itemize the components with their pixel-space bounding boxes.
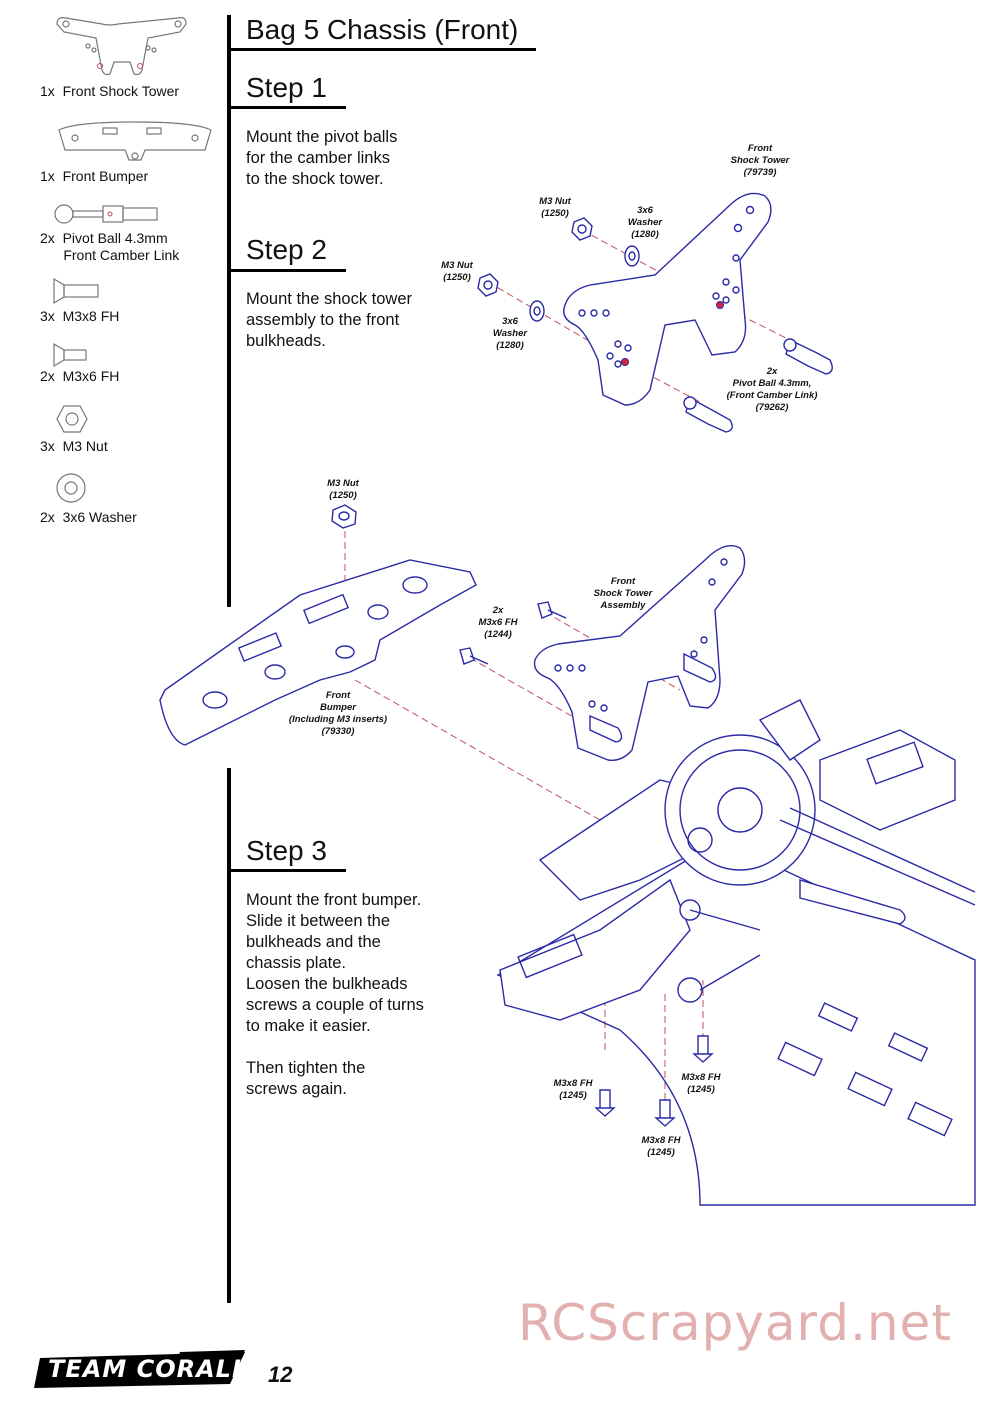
- front-shock-tower-part: [563, 192, 772, 406]
- callout-m3x8-fh: M3x8 FH (1245): [553, 1078, 593, 1101]
- callout-shock-tower-assembly: Front Shock Tower Assembly: [593, 576, 653, 611]
- shock-tower-icon: [56, 17, 187, 76]
- divider-top: [227, 15, 231, 607]
- screw-part: [654, 1099, 676, 1127]
- step-3-rule: [230, 869, 346, 872]
- screw-part: [594, 1089, 616, 1117]
- callout-pivot-ball: 2x Pivot Ball 4.3mm, (Front Camber Link)…: [726, 366, 818, 413]
- front-bumper-part: [159, 559, 477, 746]
- page-number: 12: [268, 1362, 293, 1387]
- assembly-diagram: [159, 192, 976, 1206]
- spur-gear: [664, 734, 816, 886]
- part-label: 3x M3 Nut: [40, 438, 108, 454]
- screw-part: [459, 647, 489, 665]
- chassis-plate: [496, 839, 976, 1206]
- part-label: 2x Pivot Ball 4.3mm Front Camber Link: [40, 230, 180, 263]
- page-title: Bag 5 Chassis (Front): [246, 14, 519, 45]
- part-label: 1x Front Bumper: [40, 168, 149, 184]
- part-label: 2x M3x6 FH: [40, 368, 120, 384]
- step-1-title: Step 1: [246, 72, 327, 103]
- screw-part: [537, 601, 567, 619]
- step-1-rule: [230, 106, 346, 109]
- step-2-text: Mount the shock tower assembly to the fr…: [246, 290, 412, 350]
- step-3-diagram: [159, 504, 976, 1206]
- shock-tower-assembly-part: [533, 545, 746, 761]
- pivot-ball-part: [785, 339, 833, 375]
- m3-nut-part: [331, 504, 357, 529]
- m3-nut-part: [477, 273, 499, 297]
- callout-m3-nut: M3 Nut (1250): [327, 478, 359, 501]
- callout-washer: 3x6 Washer (1280): [492, 316, 528, 351]
- callout-m3x6-fh: 2x M3x6 FH (1244): [478, 605, 518, 640]
- washer-part: [624, 245, 640, 267]
- divider-bottom: [227, 768, 231, 1303]
- bumper-icon: [58, 121, 212, 161]
- pivot-ball-part: [685, 396, 733, 433]
- callout-washer: 3x6 Washer (1280): [627, 205, 663, 240]
- watermark: RCScrapyard.net: [518, 1294, 952, 1352]
- callout-m3x8-fh: M3x8 FH (1245): [641, 1135, 681, 1158]
- camber-link: [799, 879, 906, 925]
- front-bulkhead: [499, 878, 691, 1021]
- step-2-title: Step 2: [246, 234, 327, 265]
- part-label: 3x M3x8 FH: [40, 308, 120, 324]
- callout-front-bumper: Front Bumper (Including M3 inserts) (793…: [288, 690, 388, 737]
- callout-m3-nut: M3 Nut (1250): [539, 196, 571, 219]
- screw-icon: [53, 342, 87, 368]
- screw-icon: [53, 277, 99, 305]
- washer-part: [529, 300, 545, 322]
- m3-nut-part: [571, 217, 593, 241]
- callout-m3x8-fh: M3x8 FH (1245): [681, 1072, 721, 1095]
- team-corally-logo-text: TEAM CORALLY: [48, 1355, 263, 1383]
- screw-part: [692, 1035, 714, 1063]
- callout-front-shock-tower: Front Shock Tower (79739): [730, 143, 790, 178]
- title-rule: [230, 48, 536, 51]
- part-label: 1x Front Shock Tower: [40, 83, 180, 99]
- step-2-rule: [230, 269, 346, 272]
- step-1-diagram: [477, 192, 833, 433]
- part-label: 2x 3x6 Washer: [40, 509, 137, 525]
- belt: [779, 807, 976, 906]
- washer-icon: [56, 473, 86, 503]
- team-corally-logo: [34, 1350, 245, 1388]
- step-3-title: Step 3: [246, 835, 327, 866]
- step-3-text: Mount the front bumper. Slide it between…: [246, 891, 424, 1098]
- callout-m3-nut: M3 Nut (1250): [441, 260, 473, 283]
- step-1-text: Mount the pivot balls for the camber lin…: [246, 128, 398, 188]
- pivot-ball-icon: [54, 204, 158, 224]
- nut-icon: [56, 405, 88, 433]
